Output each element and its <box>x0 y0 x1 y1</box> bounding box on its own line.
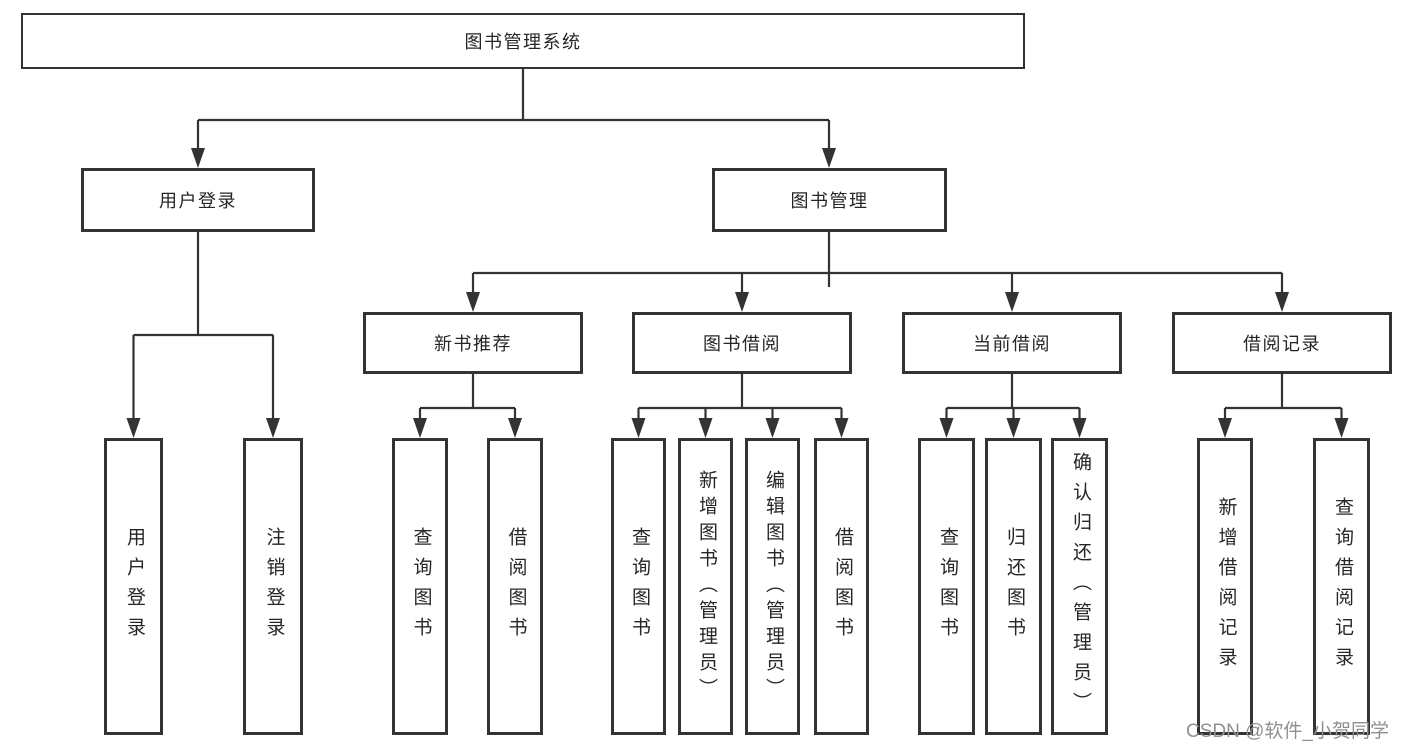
node-label: 查询借阅记录 <box>1331 496 1353 677</box>
node-new-book-recommendation: 新书推荐 <box>363 312 583 374</box>
node-leaf-add-borrow-record: 新增借阅记录 <box>1197 438 1253 735</box>
node-leaf-query-borrow-record: 查询借阅记录 <box>1313 438 1370 735</box>
node-user-login: 用户登录 <box>81 168 315 232</box>
node-label: 新增借阅记录 <box>1215 496 1237 677</box>
node-label: 注销登录 <box>263 526 285 647</box>
node-leaf-add-book-admin: 新增图书（管理员） <box>678 438 733 735</box>
node-leaf-confirm-return-admin: 确认归还（管理员） <box>1051 438 1108 735</box>
node-label: 用户登录 <box>123 526 145 647</box>
watermark: CSDN @软件_小贺同学 <box>1186 721 1389 742</box>
node-leaf-user-login: 用户登录 <box>104 438 163 735</box>
node-label: 确认归还（管理员） <box>1069 451 1091 722</box>
node-leaf-borrow-books-recommend: 借阅图书 <box>487 438 543 735</box>
node-leaf-borrow-books: 借阅图书 <box>814 438 869 735</box>
node-leaf-return-book: 归还图书 <box>985 438 1042 735</box>
node-label: 借阅记录 <box>1243 334 1321 354</box>
node-label: 归还图书 <box>1003 526 1025 647</box>
node-leaf-query-books-borrowing: 查询图书 <box>611 438 666 735</box>
node-label: 编辑图书（管理员） <box>762 469 784 704</box>
node-label: 查询图书 <box>628 526 650 647</box>
node-book-borrowing: 图书借阅 <box>632 312 852 374</box>
node-label: 图书借阅 <box>703 334 781 354</box>
node-label: 用户登录 <box>159 191 237 211</box>
node-leaf-edit-book-admin: 编辑图书（管理员） <box>745 438 800 735</box>
node-leaf-query-books-recommend: 查询图书 <box>392 438 448 735</box>
node-label: 借阅图书 <box>831 526 853 647</box>
node-leaf-query-books-current: 查询图书 <box>918 438 975 735</box>
node-label: 新书推荐 <box>434 334 512 354</box>
node-label: 图书管理系统 <box>464 32 582 52</box>
node-label: 查询图书 <box>936 526 958 647</box>
node-label: 图书管理 <box>790 191 869 211</box>
node-book-management: 图书管理 <box>712 168 947 232</box>
node-library-management-system: 图书管理系统 <box>21 13 1025 69</box>
node-current-borrowing: 当前借阅 <box>902 312 1122 374</box>
node-leaf-logout: 注销登录 <box>243 438 303 735</box>
node-borrowing-records: 借阅记录 <box>1172 312 1392 374</box>
node-label: 借阅图书 <box>505 526 527 647</box>
node-label: 新增图书（管理员） <box>695 469 717 704</box>
node-label: 当前借阅 <box>973 334 1051 354</box>
node-label: 查询图书 <box>410 526 432 647</box>
